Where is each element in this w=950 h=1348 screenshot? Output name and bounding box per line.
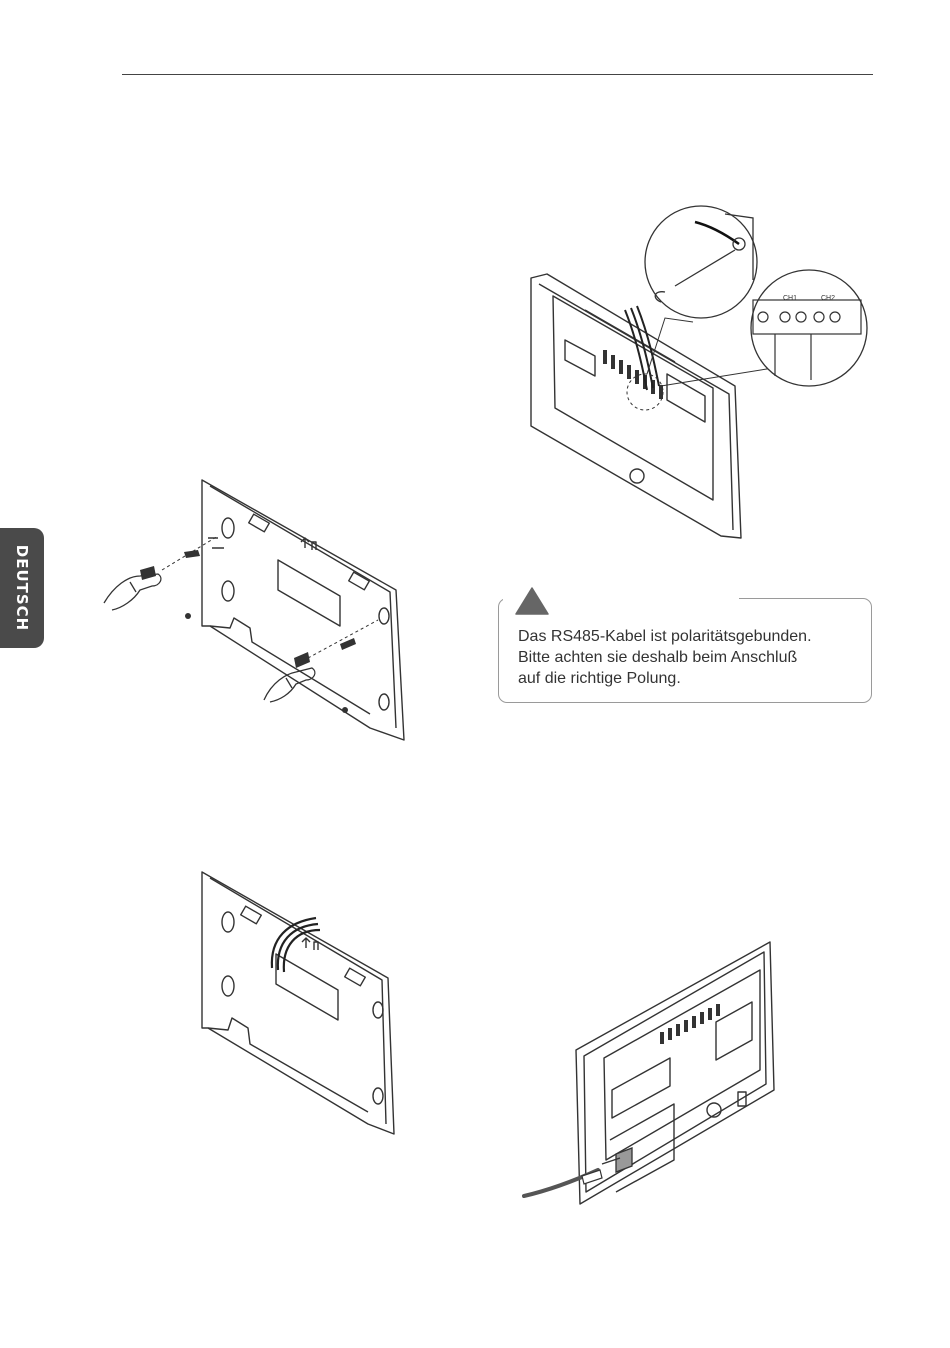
- controller-connector-illustration: [520, 940, 780, 1208]
- caution-text: Das RS485-Kabel ist polaritätsgebunden. …: [518, 626, 868, 689]
- figure-terminal-wiring: CH1 CH2: [525, 200, 870, 545]
- language-tab-label: DEUTSCH: [13, 545, 31, 631]
- figure-bracket-screws: [100, 478, 410, 743]
- bracket-cable-illustration: [192, 868, 417, 1138]
- language-tab: DEUTSCH: [0, 528, 44, 648]
- warning-triangle-icon: [514, 586, 550, 616]
- figure-controller-connector: [520, 940, 780, 1208]
- terminal-wiring-illustration: CH1 CH2: [525, 200, 870, 545]
- header-rule: [122, 74, 873, 75]
- bracket-screws-illustration: [100, 478, 410, 743]
- terminal-ch1-label: CH1: [783, 295, 797, 302]
- caution-line: Das RS485-Kabel ist polaritätsgebunden.: [518, 626, 868, 647]
- caution-line: auf die richtige Polung.: [518, 668, 868, 689]
- figure-bracket-cable: [192, 868, 417, 1138]
- caution-line: Bitte achten sie deshalb beim Anschluß: [518, 647, 868, 668]
- terminal-ch2-label: CH2: [821, 295, 835, 302]
